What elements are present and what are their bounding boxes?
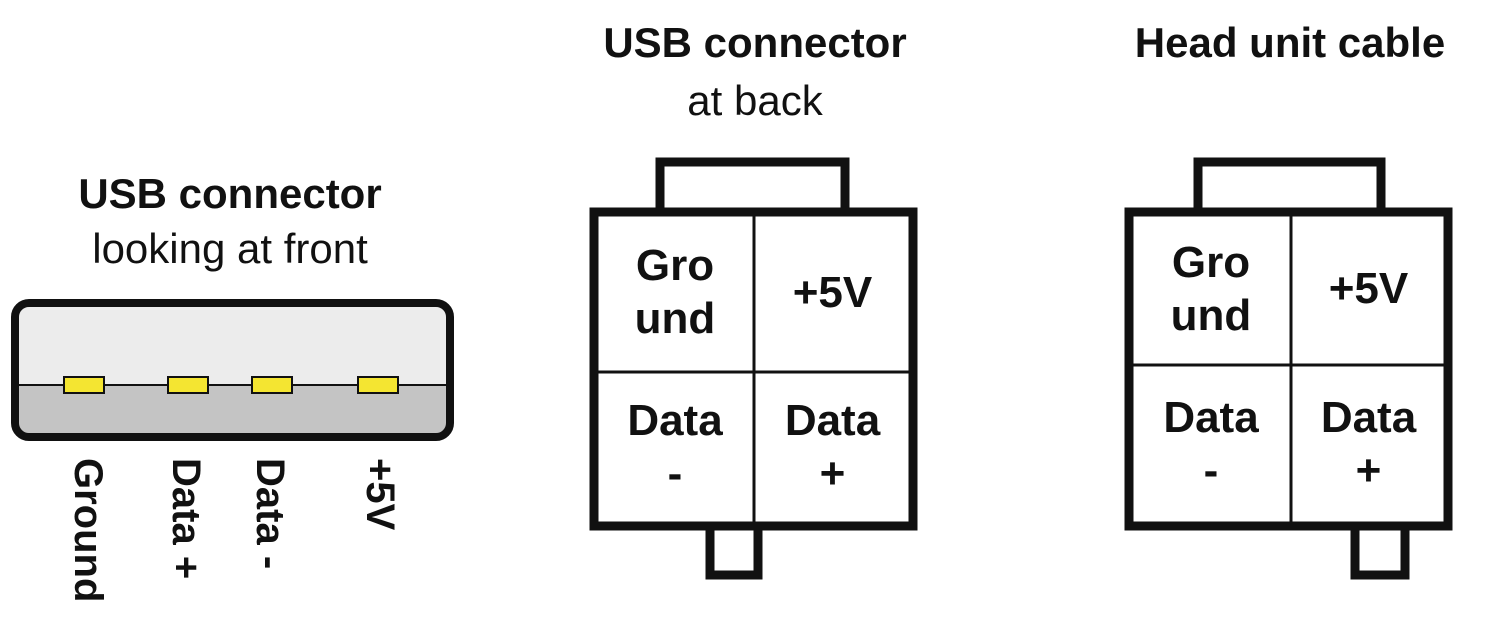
back-subtitle: at back [687,77,823,124]
connector-back-dividers [594,212,913,526]
head-cell-data-plus: Data + [1293,367,1444,522]
plug-lower-half [15,385,450,437]
cell-text: und [1170,290,1252,340]
cell-text: Data [627,396,723,446]
cell-text: +5V [792,267,873,317]
head-title: Head unit cable [1134,19,1446,66]
usb-plug-front [11,299,454,441]
connector-head-dividers [1129,212,1448,526]
cell-text: Gro [635,241,715,291]
connector-head-outline [1124,157,1453,580]
head-cell-5v: +5V [1293,216,1444,363]
cell-text: Data [1320,392,1417,442]
pin-label-data-minus: Data - [248,458,292,570]
front-subtitle: looking at front [92,225,368,272]
back-cell-5v: +5V [756,216,909,370]
pin-ground [63,376,105,394]
cell-text: - [1203,445,1219,495]
pin-data-minus [251,376,293,394]
pin-label-ground: Ground [66,458,110,603]
back-cell-ground: Gro und [598,216,752,370]
head-cell-ground: Gro und [1133,216,1289,363]
back-cell-data-plus: Data + [756,374,909,522]
cell-text: Gro [1171,237,1251,287]
front-title: USB connector [78,170,382,217]
head-cell-data-minus: Data - [1133,367,1289,522]
cell-text: + [819,449,846,498]
pin-label-5v: +5V [358,458,402,531]
cell-text: Data [784,396,881,446]
cell-text: und [634,294,716,343]
pin-5v [357,376,399,394]
cell-text: - [667,449,683,498]
plug-outline [11,299,454,441]
cell-text: + [1355,445,1382,495]
cell-text: Data [1163,392,1259,442]
pin-data-plus [167,376,209,394]
back-cell-data-minus: Data - [598,374,752,522]
back-title: USB connector [603,19,907,66]
pin-label-data-plus: Data + [164,458,208,580]
cell-text: +5V [1328,264,1409,314]
